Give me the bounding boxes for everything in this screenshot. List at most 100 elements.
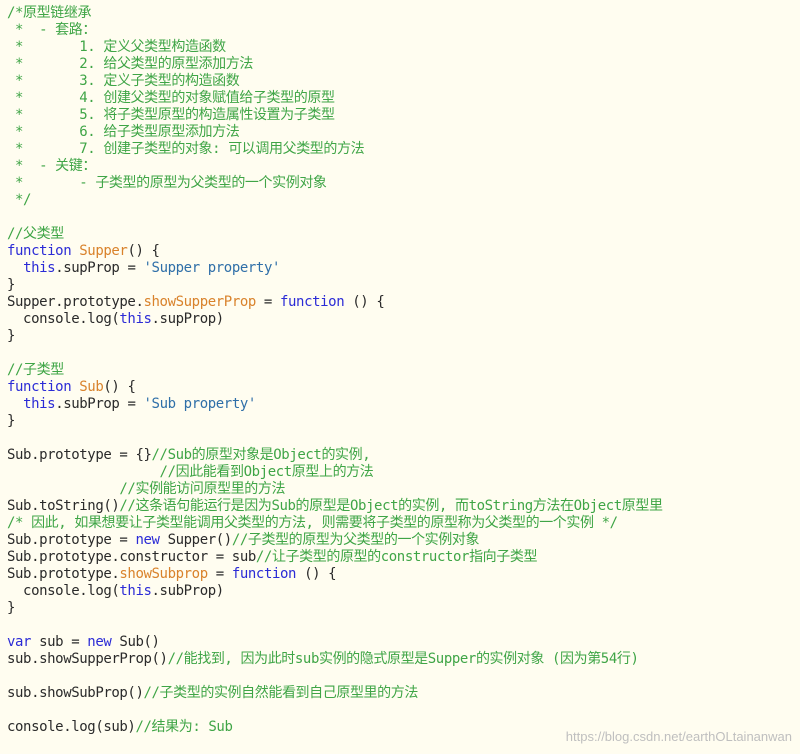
code-token: console.log(sub) [7, 719, 136, 735]
code-token: console.log( [7, 311, 120, 327]
comment-token: */ [7, 192, 32, 208]
keyword-token: function [231, 566, 297, 582]
code-line: sub.showSubProp()//子类型的实例自然能看到自己原型里的方法 [7, 685, 800, 702]
comment-token: //子类型 [7, 362, 64, 378]
code-line: Sub.prototype.constructor = sub//让子类型的原型… [7, 549, 800, 566]
comment-token: //让子类型的原型的constructor指向子类型 [255, 549, 538, 565]
watermark: https://blog.csdn.net/earthOLtainanwan [565, 729, 792, 744]
comment-token: * 1. 定义父类型构造函数 [7, 39, 226, 55]
code-line: * 5. 将子类型原型的构造属性设置为子类型 [7, 107, 800, 124]
code-token: () { [103, 379, 136, 395]
code-line: Sub.toString()//这条语句能运行是因为Sub的原型是Object的… [7, 498, 800, 515]
code-token: () { [127, 243, 160, 259]
code-line: * - 子类型的原型为父类型的一个实例对象 [7, 175, 800, 192]
code-line: //子类型 [7, 362, 800, 379]
comment-token: //父类型 [7, 226, 64, 242]
code-token: Sub.prototype.constructor = sub [7, 549, 256, 565]
code-line: this.supProp = 'Supper property' [7, 260, 800, 277]
code-token: .supProp) [151, 311, 225, 327]
comment-token: * 2. 给父类型的原型添加方法 [7, 56, 253, 72]
code-line [7, 430, 800, 447]
comment-token: //实例能访问原型里的方法 [119, 481, 286, 497]
code-token: Sub.prototype = {} [7, 447, 152, 463]
code-token: () { [344, 294, 385, 310]
comment-token: * - 套路： [7, 22, 96, 38]
code-line: //因此能看到Object原型上的方法 [7, 464, 800, 481]
code-token [7, 396, 23, 412]
code-line: } [7, 600, 800, 617]
code-token: () { [296, 566, 337, 582]
keyword-token: new [135, 532, 160, 548]
comment-token: * 4. 创建父类型的对象赋值给子类型的原型 [7, 90, 335, 106]
code-line [7, 702, 800, 719]
code-token: } [7, 277, 16, 293]
code-line: } [7, 413, 800, 430]
code-line: /*原型链继承 [7, 5, 800, 22]
code-token: Supper.prototype. [7, 294, 144, 310]
code-line: */ [7, 192, 800, 209]
comment-token: //结果为: Sub [135, 719, 233, 735]
code-line: Supper.prototype.showSupperProp = functi… [7, 294, 800, 311]
code-token: = [255, 294, 280, 310]
comment-token: * 6. 给子类型原型添加方法 [7, 124, 240, 140]
code-token: Supper() [159, 532, 233, 548]
code-token: .subProp) [151, 583, 225, 599]
keyword-token: new [87, 634, 112, 650]
code-token: Sub.toString() [7, 498, 120, 514]
comment-token: //因此能看到Object原型上的方法 [159, 464, 374, 480]
code-line: /* 因此, 如果想要让子类型能调用父类型的方法, 则需要将子类型的原型称为父类… [7, 515, 800, 532]
comment-token: //子类型的原型为父类型的一个实例对象 [231, 532, 480, 548]
code-line: * 2. 给父类型的原型添加方法 [7, 56, 800, 73]
code-line: function Supper() { [7, 243, 800, 260]
string-token: 'Supper property' [143, 260, 281, 276]
code-line [7, 209, 800, 226]
code-token: sub.showSupperProp() [7, 651, 168, 667]
code-line: //实例能访问原型里的方法 [7, 481, 800, 498]
code-token: console.log( [7, 583, 120, 599]
code-line: } [7, 277, 800, 294]
comment-token: * 3. 定义子类型的构造函数 [7, 73, 240, 89]
code-line: sub.showSupperProp()//能找到, 因为此时sub实例的隐式原… [7, 651, 800, 668]
code-token: sub = [31, 634, 88, 650]
code-line: function Sub() { [7, 379, 800, 396]
string-token: 'Sub property' [143, 396, 257, 412]
comment-token: //能找到, 因为此时sub实例的隐式原型是Supper的实例对象 (因为第54… [167, 651, 639, 667]
comment-token: * - 关键： [7, 158, 96, 174]
code-token: sub.showSubProp() [7, 685, 144, 701]
keyword-token: function [280, 294, 345, 310]
function-name-token: showSubprop [119, 566, 208, 582]
code-token: } [7, 600, 16, 616]
code-line [7, 668, 800, 685]
keyword-token: this [23, 396, 56, 412]
comment-token: /* 因此, 如果想要让子类型能调用父类型的方法, 则需要将子类型的原型称为父类… [7, 515, 618, 531]
keyword-token: this [23, 260, 56, 276]
keyword-token: var [7, 634, 32, 650]
code-line: //父类型 [7, 226, 800, 243]
function-name-token: Supper [79, 243, 128, 259]
code-token: Sub.prototype. [7, 566, 120, 582]
code-line: var sub = new Sub() [7, 634, 800, 651]
code-line: * 7. 创建子类型的对象: 可以调用父类型的方法 [7, 141, 800, 158]
keyword-token: function [7, 379, 72, 395]
keyword-token: this [119, 583, 152, 599]
keyword-token: function [7, 243, 72, 259]
code-line: * 3. 定义子类型的构造函数 [7, 73, 800, 90]
comment-token: //子类型的实例自然能看到自己原型里的方法 [143, 685, 419, 701]
comment-token: * - 子类型的原型为父类型的一个实例对象 [7, 175, 327, 191]
function-name-token: showSupperProp [143, 294, 257, 310]
code-line: console.log(this.subProp) [7, 583, 800, 600]
code-line: * 4. 创建父类型的对象赋值给子类型的原型 [7, 90, 800, 107]
comment-token: /*原型链继承 [7, 5, 92, 21]
comment-token: * 7. 创建子类型的对象: 可以调用父类型的方法 [7, 141, 365, 157]
code-line: console.log(sub)//结果为: Sub [7, 719, 800, 736]
code-token: Sub.prototype = [7, 532, 136, 548]
code-line: Sub.prototype = {}//Sub的原型对象是Object的实例, [7, 447, 800, 464]
keyword-token: this [119, 311, 152, 327]
comment-token: //这条语句能运行是因为Sub的原型是Object的实例, 而toString方… [119, 498, 663, 514]
code-line: console.log(this.supProp) [7, 311, 800, 328]
code-line: this.subProp = 'Sub property' [7, 396, 800, 413]
code-line: * 6. 给子类型原型添加方法 [7, 124, 800, 141]
code-token: } [7, 328, 16, 344]
code-line [7, 345, 800, 362]
